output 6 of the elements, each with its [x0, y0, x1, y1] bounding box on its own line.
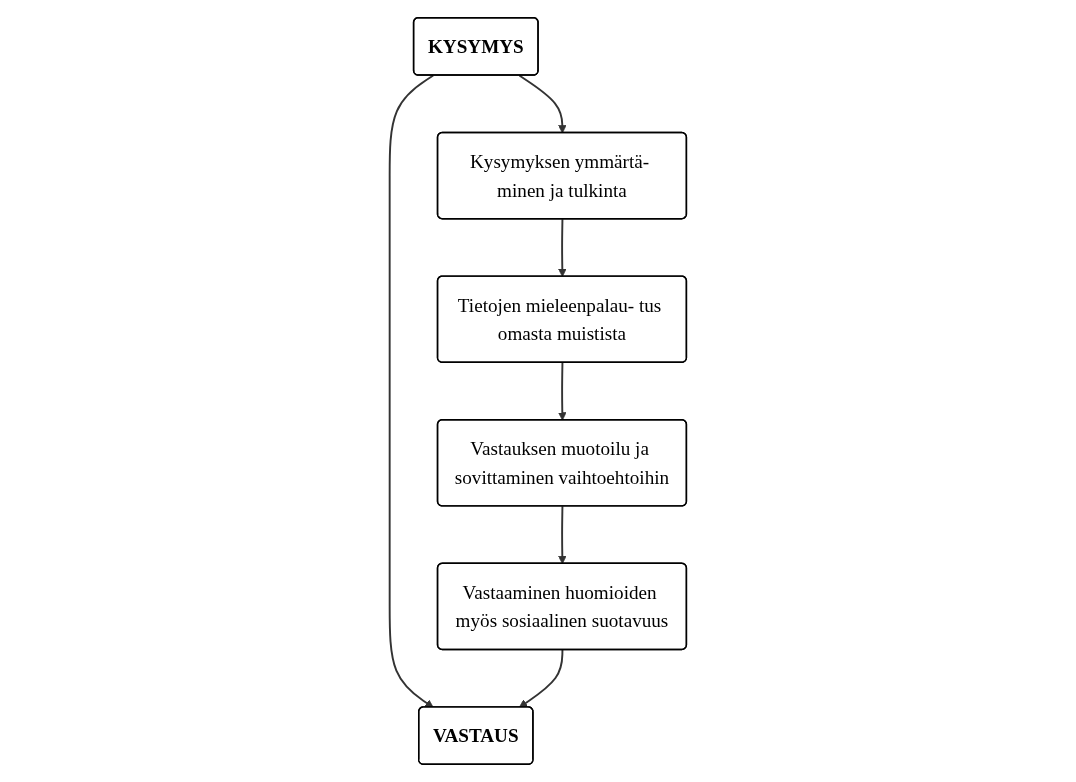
arrow — [558, 218, 567, 277]
arrow — [558, 361, 567, 421]
arrow — [558, 505, 567, 565]
arrow — [388, 74, 435, 708]
arrow — [518, 648, 564, 708]
arrow — [518, 74, 567, 134]
